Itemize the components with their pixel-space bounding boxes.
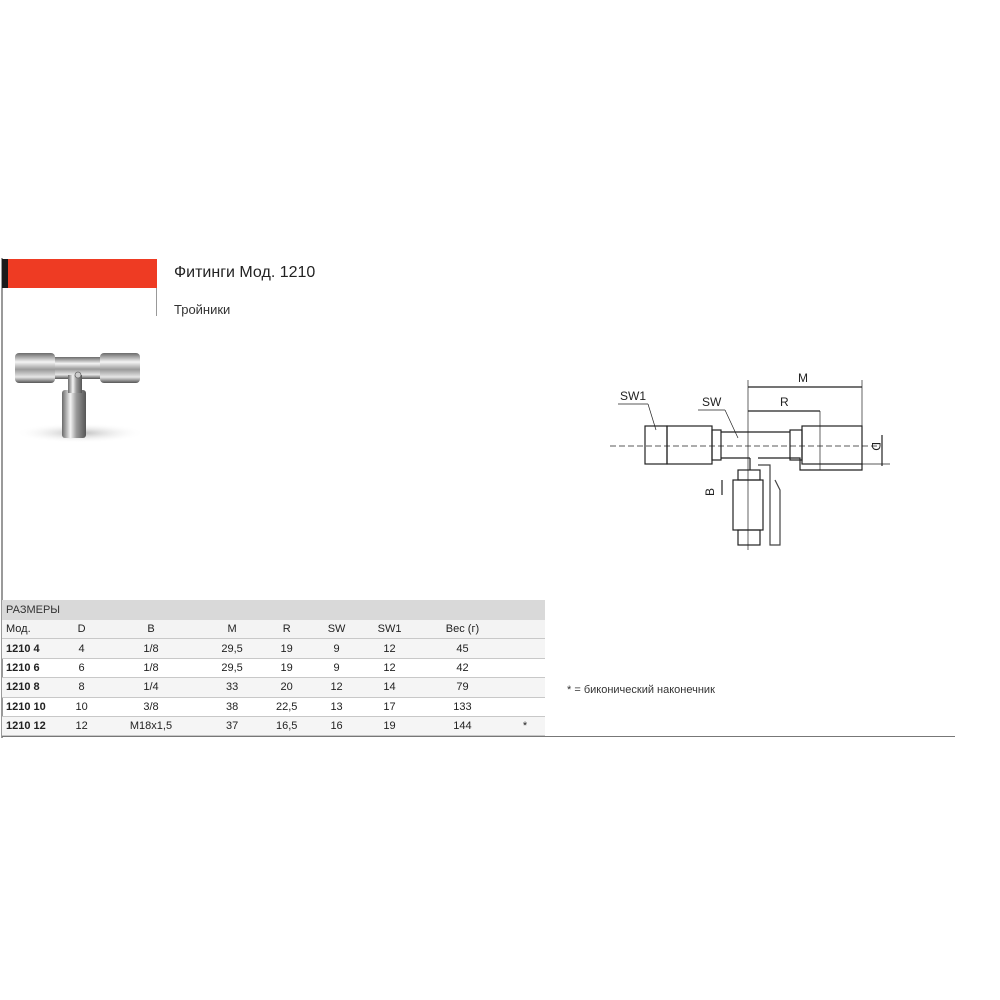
table-cell: 45 — [419, 638, 505, 659]
table-cell: 1210 12 — [2, 716, 66, 737]
table-cell: 1/8 — [97, 638, 205, 659]
table-cell: 133 — [419, 697, 505, 717]
col-header: D — [66, 620, 98, 640]
product-photo — [15, 353, 145, 443]
table-cell: 19 — [259, 638, 314, 659]
table-cell: 38 — [204, 697, 260, 717]
table-cell: 1/8 — [97, 658, 205, 679]
page-subtitle: Тройники — [174, 302, 231, 317]
col-header: SW1 — [359, 620, 420, 640]
table-cell: 9 — [313, 658, 360, 679]
header-black-stripe — [2, 259, 8, 288]
table-cell: 17 — [359, 697, 420, 717]
table-cell: 1/4 — [97, 677, 205, 698]
table-cell: 22,5 — [259, 697, 314, 717]
table-section-title: РАЗМЕРЫ — [2, 600, 545, 620]
table-cell: 8 — [66, 677, 98, 698]
table-cell: 37 — [204, 716, 260, 737]
table-cell: 19 — [259, 658, 314, 679]
table-cell: 29,5 — [204, 658, 260, 679]
table-cell: 6 — [66, 658, 98, 679]
table-cell: 1210 8 — [2, 677, 66, 698]
table-cell: 12 — [359, 658, 420, 679]
table-cell: 29,5 — [204, 638, 260, 659]
table-cell — [505, 697, 545, 717]
table-cell: 12 — [359, 638, 420, 659]
table-cell: 19 — [359, 716, 420, 737]
table-cell: M18x1,5 — [97, 716, 205, 737]
table-cell: 12 — [313, 677, 360, 698]
table-cell: 79 — [419, 677, 505, 698]
header-red-bar — [8, 259, 157, 288]
table-cell: 20 — [259, 677, 314, 698]
bottom-rule — [2, 736, 955, 737]
table-cell: 16,5 — [259, 716, 314, 737]
header-divider — [156, 288, 157, 316]
col-header: Вес (г) — [419, 620, 505, 640]
table-cell: 144 — [419, 716, 505, 737]
table-cell: 13 — [313, 697, 360, 717]
label-m: M — [798, 371, 808, 385]
table-cell: 14 — [359, 677, 420, 698]
table-cell: 1210 6 — [2, 658, 66, 679]
table-cell: 1210 10 — [2, 697, 66, 717]
table-cell — [505, 677, 545, 698]
table-cell: 9 — [313, 638, 360, 659]
col-header: B — [97, 620, 205, 640]
page-title: Фитинги Мод. 1210 — [174, 264, 316, 281]
label-sw: SW — [702, 395, 722, 409]
label-b: B — [703, 488, 717, 496]
technical-drawing: M R D B SW1 SW — [610, 371, 890, 550]
table-header-row: Мод. D B M R SW SW1 Вес (г) — [2, 620, 545, 640]
table-cell: * — [505, 716, 545, 737]
footnote: * = биконический наконечник — [567, 684, 715, 696]
col-header — [505, 620, 545, 640]
label-sw1: SW1 — [620, 389, 646, 403]
table-cell: 3/8 — [97, 697, 205, 717]
table-cell: 10 — [66, 697, 98, 717]
table-cell — [505, 638, 545, 659]
table-cell: 12 — [66, 716, 98, 737]
table-cell: 1210 4 — [2, 638, 66, 659]
table-cell: 4 — [66, 638, 98, 659]
label-r: R — [780, 395, 789, 409]
col-header: Мод. — [2, 620, 66, 640]
table-cell: 16 — [313, 716, 360, 737]
col-header: SW — [313, 620, 360, 640]
col-header: R — [259, 620, 314, 640]
table-cell: 42 — [419, 658, 505, 679]
col-header: M — [204, 620, 260, 640]
label-d: D — [869, 442, 883, 451]
dimensions-table: РАЗМЕРЫ Мод. D B M R SW SW1 Вес (г) 1210… — [2, 600, 545, 737]
table-cell — [505, 658, 545, 679]
left-border-line — [1, 258, 3, 738]
table-cell: 33 — [204, 677, 260, 698]
